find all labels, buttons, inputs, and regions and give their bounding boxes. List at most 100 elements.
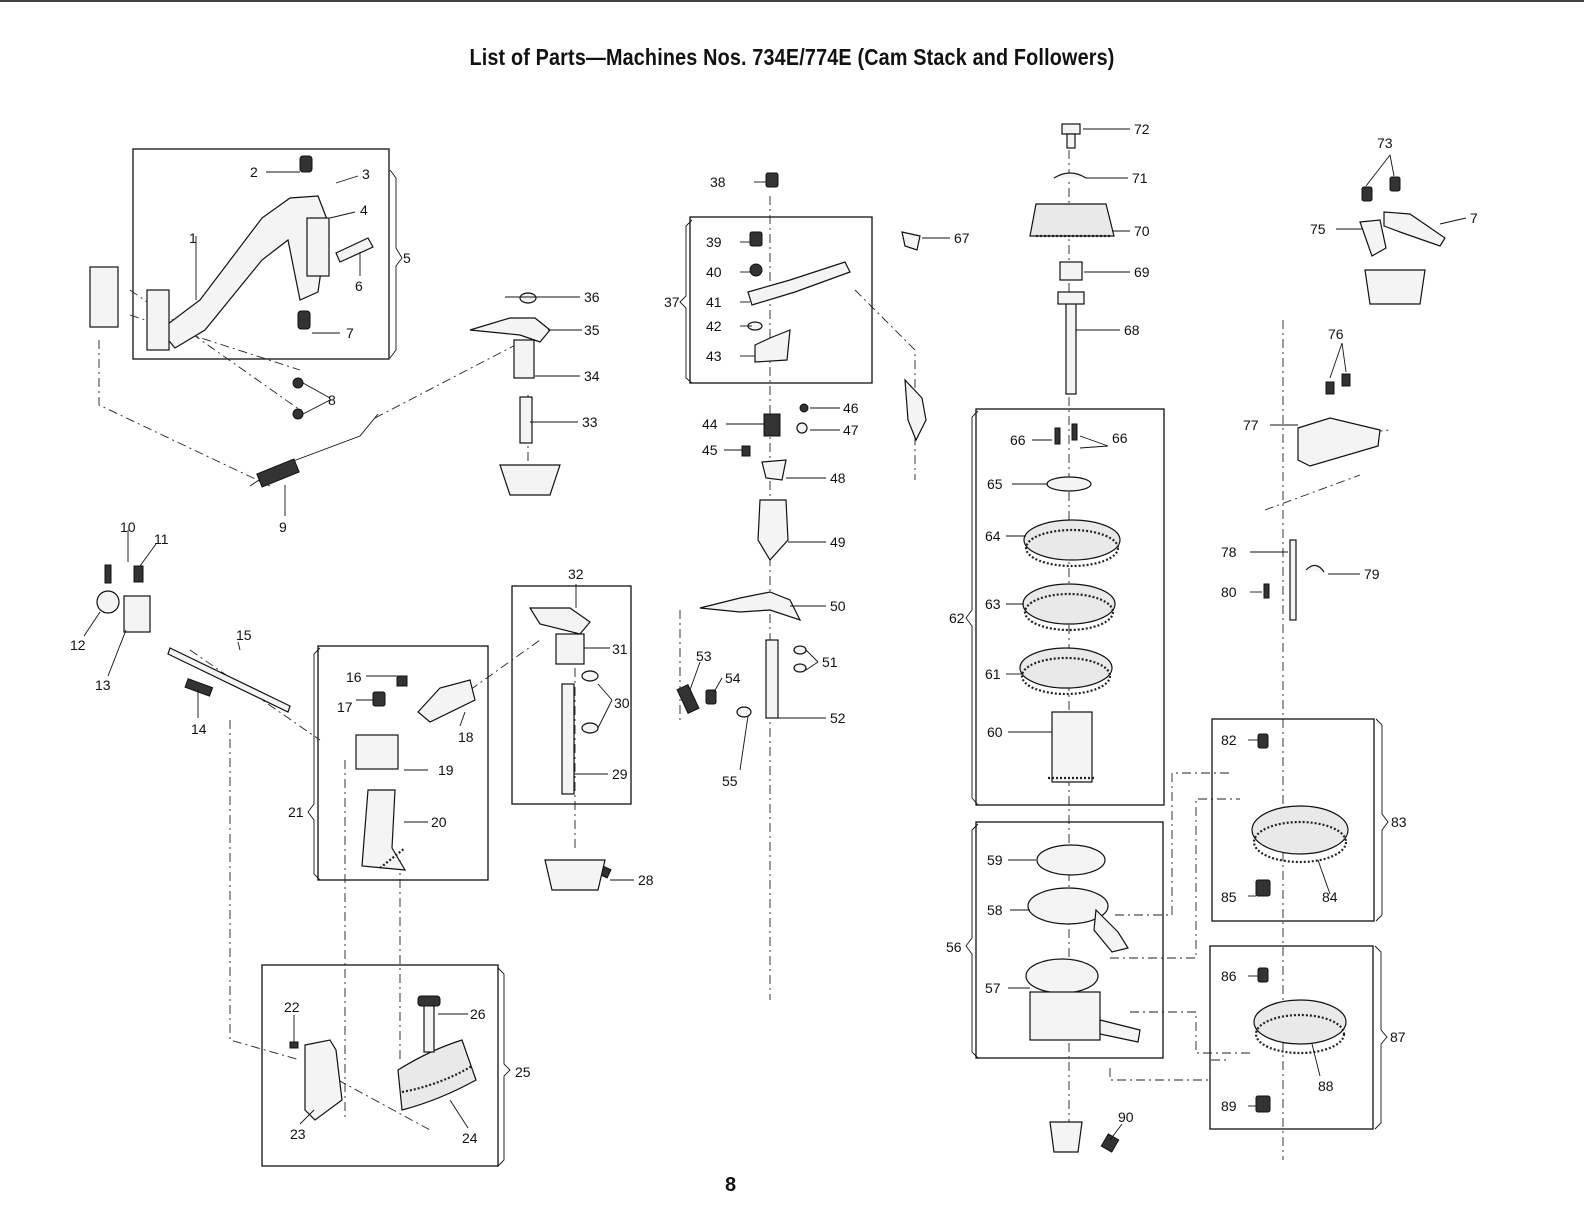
top-border-line [0, 0, 1584, 2]
callout-15: 15 [236, 627, 252, 643]
part-ring-51a [793, 645, 807, 655]
callout-87: 87 [1390, 1029, 1406, 1045]
frame-assembly-25 [261, 964, 499, 1167]
callout-67: 67 [954, 230, 970, 246]
part-shaft-68 [1065, 299, 1077, 395]
part-spring-44 [763, 413, 781, 437]
part-link-48 [761, 459, 787, 481]
callout-3: 3 [362, 166, 370, 182]
callout-37: 37 [664, 294, 680, 310]
callout-44: 44 [702, 416, 718, 432]
part-screw-86 [1257, 967, 1269, 983]
frame-assembly-56 [975, 821, 1164, 1059]
part-ring-59 [1036, 844, 1106, 876]
callout-19: 19 [438, 762, 454, 778]
callout-73: 73 [1377, 135, 1393, 151]
part-shaft-15 [167, 647, 291, 713]
callout-64: 64 [985, 528, 1001, 544]
part-cam-84-teeth [1252, 820, 1348, 864]
callout-55: 55 [722, 773, 738, 789]
part-shaft-33 [519, 396, 533, 444]
callout-86: 86 [1221, 968, 1237, 984]
callout-21: 21 [288, 804, 304, 820]
part-pin-80 [1263, 583, 1270, 599]
part-housing-57 [1029, 991, 1101, 1041]
callout-8: 8 [328, 392, 336, 408]
callout-79: 79 [1364, 566, 1380, 582]
part-gear-60 [1051, 711, 1093, 783]
part-spring-9 [256, 458, 300, 488]
callout-82: 82 [1221, 732, 1237, 748]
callout-10: 10 [120, 519, 136, 535]
part-lever-41 [747, 261, 851, 306]
part-nut-47 [796, 422, 808, 434]
callout-58: 58 [987, 902, 1003, 918]
callout-41: 41 [706, 294, 722, 310]
callout-40: 40 [706, 264, 722, 280]
callout-4: 4 [360, 202, 368, 218]
frame-assembly-87 [1209, 945, 1374, 1130]
callout-labels: 1 2 3 4 5 6 7 8 9 10 11 12 13 14 15 16 1… [70, 121, 1478, 1146]
part-clip-67 [901, 231, 921, 251]
callout-90: 90 [1118, 1109, 1134, 1125]
part-screw-39 [749, 231, 763, 247]
callout-39: 39 [706, 234, 722, 250]
part-cam-64-teeth [1024, 528, 1120, 568]
part-spring-53 [676, 684, 700, 714]
callout-59: 59 [987, 852, 1003, 868]
callout-60: 60 [987, 724, 1003, 740]
callout-7-top-right: 7 [1470, 210, 1478, 226]
part-screw-73a [1361, 186, 1373, 202]
part-lever-50 [699, 591, 802, 622]
part-nut-85 [1255, 879, 1271, 897]
part-arm-18 [417, 679, 476, 723]
callout-7: 7 [346, 325, 354, 341]
callout-5: 5 [403, 250, 411, 266]
part-shaft-52 [765, 639, 779, 719]
callout-80: 80 [1221, 584, 1237, 600]
part-ring-30b [581, 722, 599, 734]
part-screw-66b [1071, 423, 1078, 441]
callout-45: 45 [702, 442, 718, 458]
part-follower-49 [757, 499, 789, 562]
callout-18: 18 [458, 729, 474, 745]
part-screw-14 [184, 678, 214, 697]
frame-assembly-5 [132, 148, 390, 360]
callout-66-right: 66 [1112, 430, 1128, 446]
part-screw-72-stem [1066, 133, 1076, 149]
part-screw-8b [292, 408, 304, 420]
part-screw-46 [799, 403, 809, 413]
callout-29: 29 [612, 766, 628, 782]
part-screw-66a [1054, 427, 1061, 445]
part-shaft-29 [561, 683, 575, 795]
part-collar-31 [555, 633, 585, 665]
part-cam-88 [1253, 999, 1347, 1045]
callout-1: 1 [189, 230, 197, 246]
part-lever-arm [159, 195, 329, 349]
callout-54: 54 [725, 670, 741, 686]
part-screw-2 [299, 155, 313, 173]
part-lever-35 [469, 317, 551, 343]
frame-assembly-32 [511, 585, 632, 805]
callout-88: 88 [1318, 1078, 1334, 1094]
part-bracket [146, 289, 170, 351]
part-base-90-ghost [1049, 1121, 1083, 1153]
part-screw-45 [741, 445, 751, 457]
part-clip-55 [736, 706, 752, 718]
callout-62: 62 [949, 610, 965, 626]
callout-23: 23 [290, 1126, 306, 1142]
part-screw-17 [372, 691, 386, 707]
part-cam-61 [1019, 647, 1113, 689]
callout-35: 35 [584, 322, 600, 338]
callout-38: 38 [710, 174, 726, 190]
part-cam-58-arm [1093, 908, 1129, 953]
part-screw-8a [292, 377, 304, 389]
part-clip-71 [1053, 172, 1087, 179]
part-screw-73b [1389, 176, 1401, 192]
callout-85: 85 [1221, 889, 1237, 905]
part-cam-63 [1022, 583, 1116, 625]
part-rod-78 [1289, 539, 1297, 621]
part-screw-11 [133, 565, 144, 583]
callout-63: 63 [985, 596, 1001, 612]
